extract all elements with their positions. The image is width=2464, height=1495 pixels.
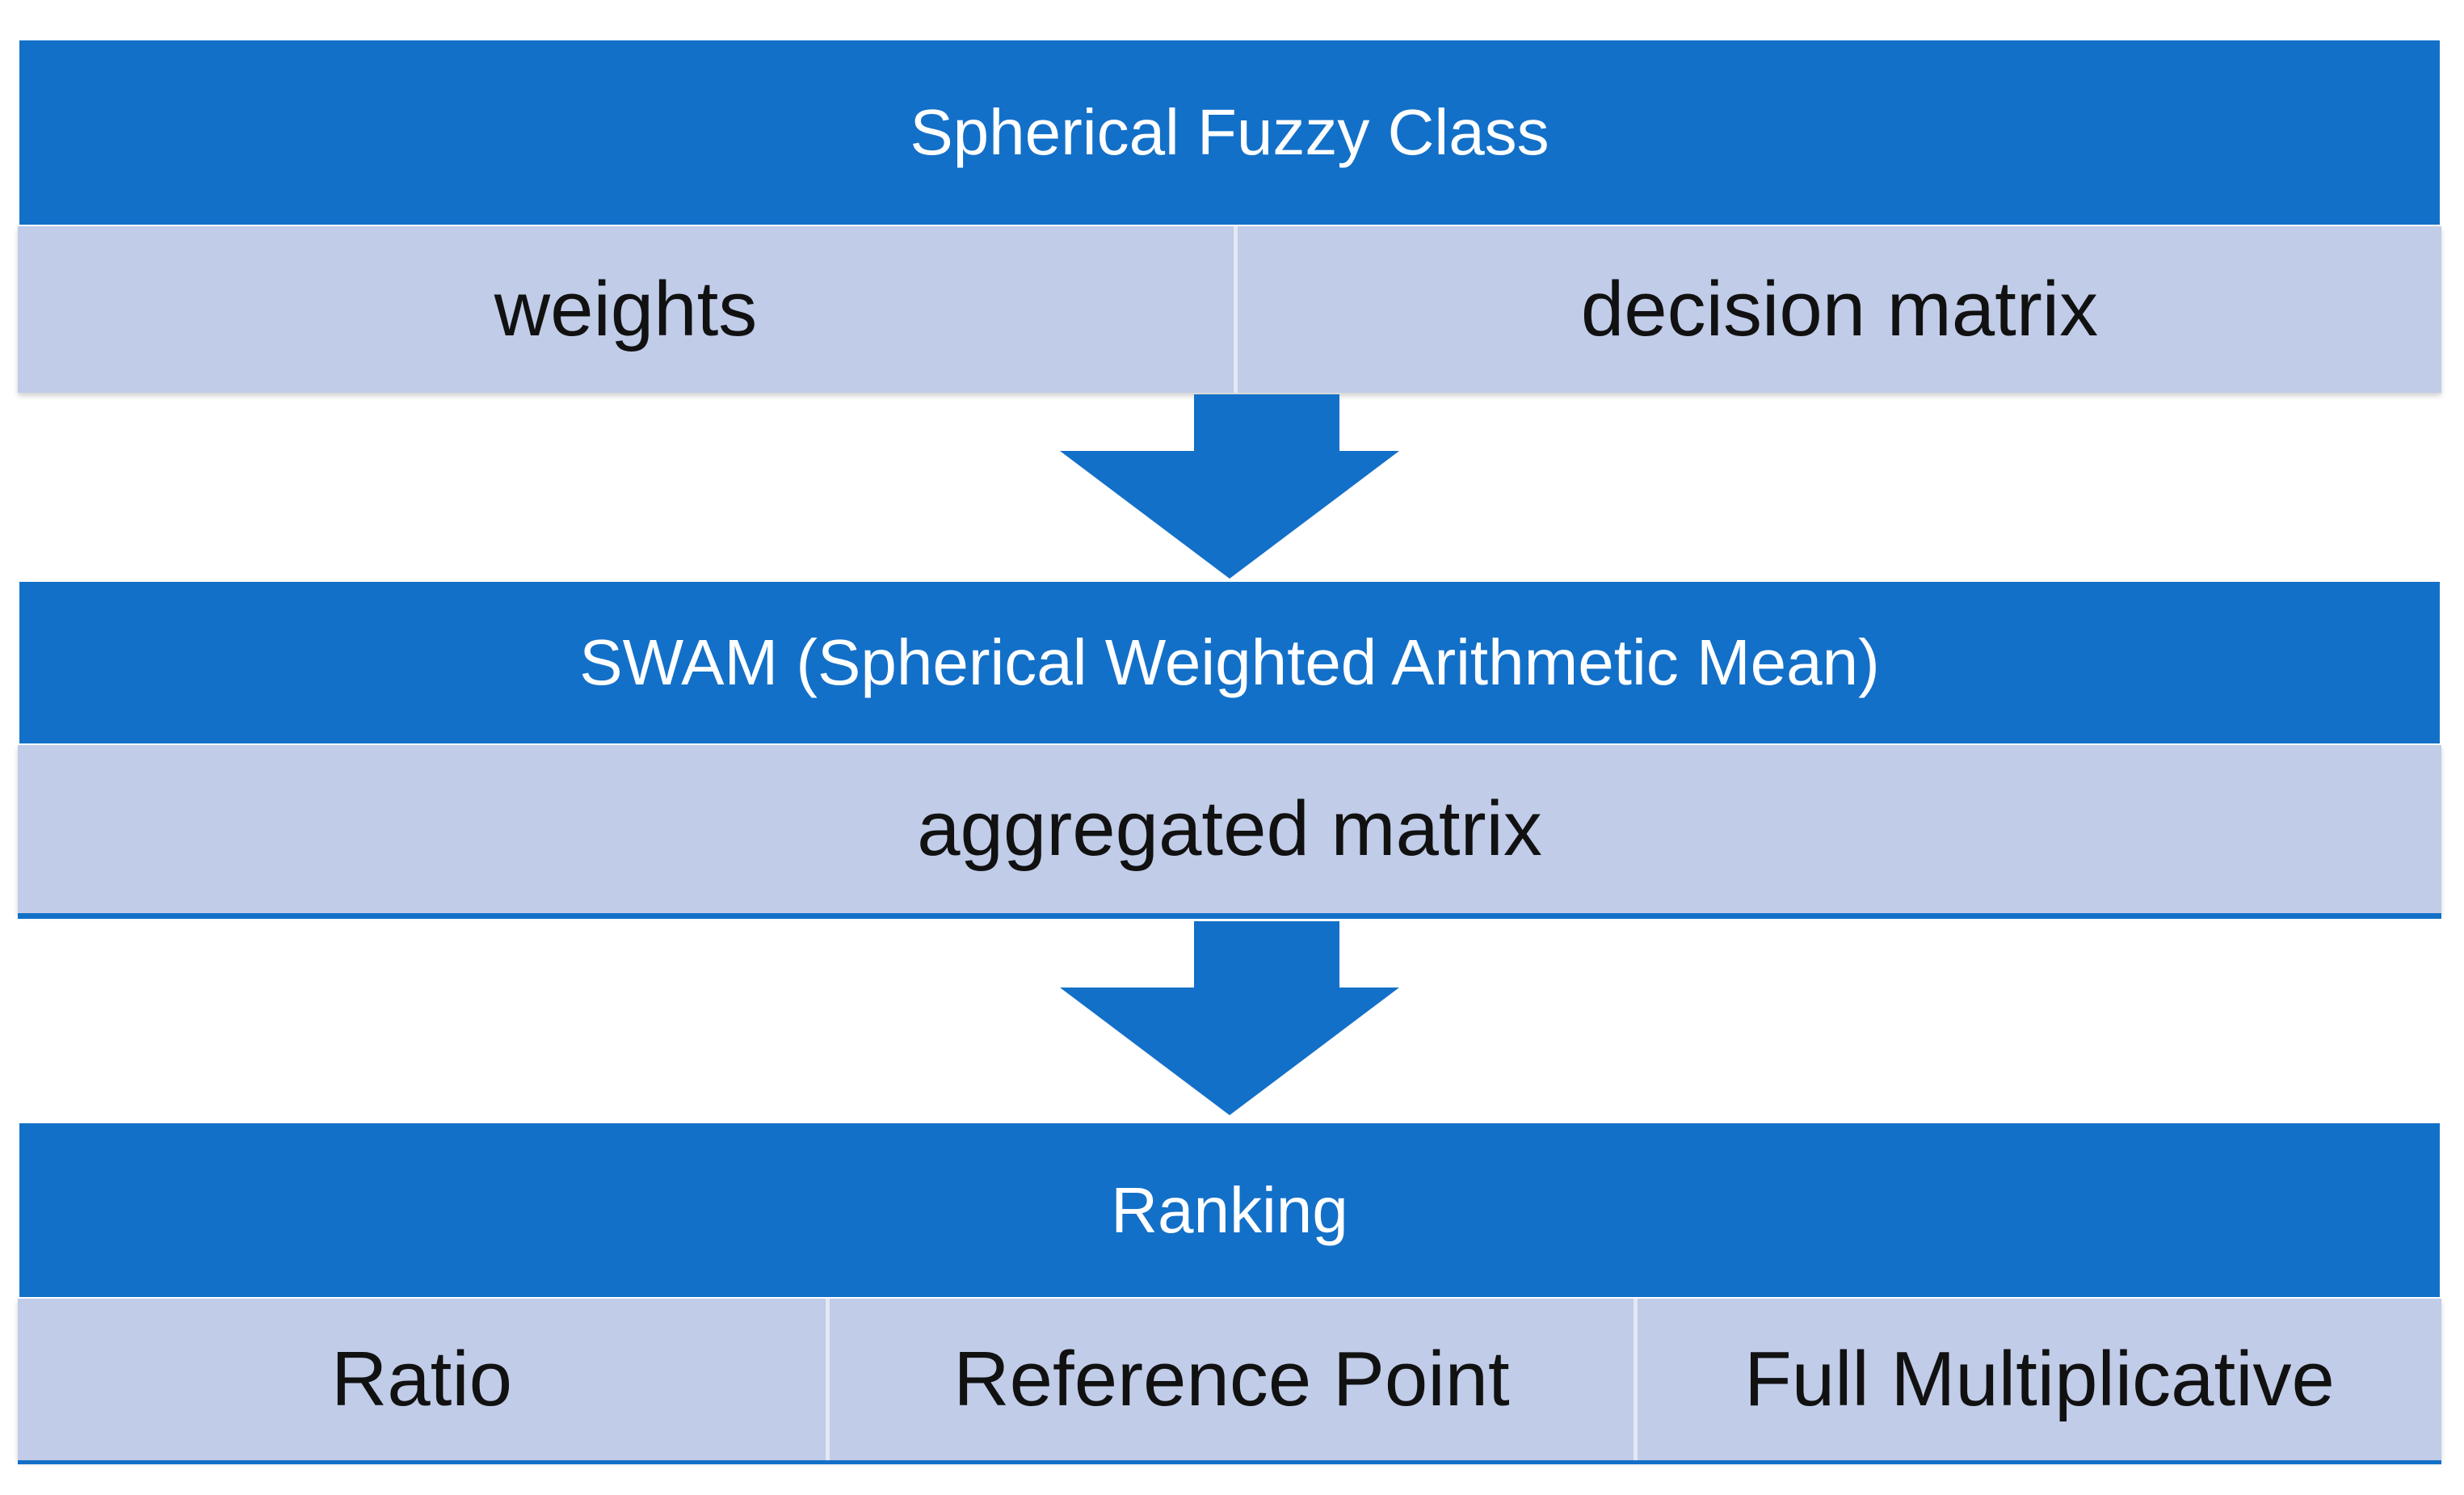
cell-aggregated-matrix: aggregated matrix [18,745,2441,913]
flow-arrow-down-icon [1060,394,1399,579]
stage-header-label: Ranking [1111,1173,1348,1246]
cell-label: aggregated matrix [917,785,1542,872]
stage-aggregation-row: aggregated matrix [18,745,2441,913]
stage-header-label: SWAM (Spherical Weighted Arithmetic Mean… [579,626,1880,698]
stage-header-label: Spherical Fuzzy Class [910,96,1549,168]
cell-weights: weights [18,226,1234,393]
flow-arrow-shape [1060,921,1399,1115]
cell-label: Reference Point [953,1336,1510,1422]
stage-header-spherical-fuzzy-class: Spherical Fuzzy Class [19,40,2440,225]
divider-line [18,1460,2441,1464]
cell-ratio: Ratio [18,1299,826,1460]
cell-label: decision matrix [1580,266,2099,352]
cell-label: weights [494,266,758,352]
flow-arrow-shape [1060,394,1399,579]
stage-header-ranking: Ranking [19,1123,2440,1297]
cell-full-multiplicative: Full Multiplicative [1634,1299,2441,1460]
divider-line [18,913,2441,919]
stage-ranking-methods-row: Ratio Reference Point Full Multiplicativ… [18,1299,2441,1460]
stage-inputs-row: weights decision matrix [18,226,2441,393]
cell-reference-point: Reference Point [826,1299,1634,1460]
cell-label: Ratio [330,1336,513,1422]
cell-decision-matrix: decision matrix [1234,226,2441,393]
cell-label: Full Multiplicative [1744,1336,2335,1422]
flow-arrow-down-icon [1060,921,1399,1115]
stage-header-swam: SWAM (Spherical Weighted Arithmetic Mean… [19,582,2440,743]
